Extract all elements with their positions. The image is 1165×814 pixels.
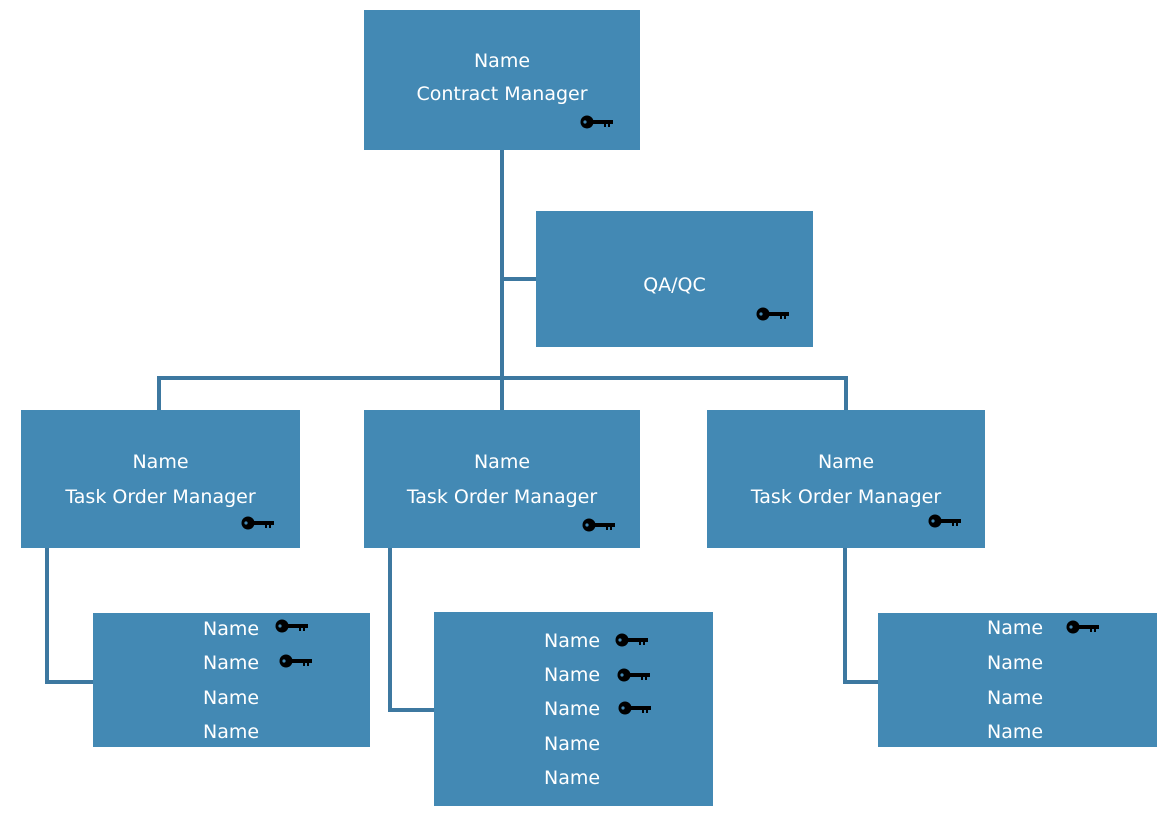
manager-name: Name xyxy=(817,451,875,473)
qa-qc-label: QA/QC xyxy=(643,274,706,296)
team-member: Name xyxy=(203,721,260,743)
connector-team-2-branch xyxy=(388,708,434,712)
connector-top-trunk xyxy=(500,150,504,380)
task-order-manager-box-3: Name Task Order Manager xyxy=(707,410,985,548)
team-member: Name xyxy=(544,767,601,789)
team-member: Name xyxy=(544,733,601,755)
connector-manager-3-drop xyxy=(844,376,848,410)
manager-title: Task Order Manager xyxy=(65,486,256,508)
team-member: Name xyxy=(203,687,260,709)
key-icon xyxy=(241,516,275,530)
team-member: Name xyxy=(203,618,260,640)
team-box-2: Name Name Name Name Name xyxy=(434,612,713,806)
key-icon xyxy=(615,633,649,647)
key-icon xyxy=(1066,620,1100,634)
team-member: Name xyxy=(544,664,601,686)
connector-team-2-drop xyxy=(388,548,392,712)
team-member: Name xyxy=(544,698,601,720)
key-icon xyxy=(618,701,652,715)
team-member: Name xyxy=(987,721,1044,743)
contract-manager-name: Name xyxy=(473,50,531,72)
key-icon xyxy=(928,514,962,528)
qa-qc-box: QA/QC xyxy=(536,211,813,347)
connector-team-1-branch xyxy=(45,680,93,684)
key-icon xyxy=(756,307,790,321)
key-icon xyxy=(582,518,616,532)
connector-team-3-branch xyxy=(843,680,878,684)
task-order-manager-box-2: Name Task Order Manager xyxy=(364,410,640,548)
team-box-1: Name Name Name Name xyxy=(93,613,370,747)
team-member: Name xyxy=(987,687,1044,709)
connector-manager-2-drop xyxy=(500,376,504,410)
contract-manager-box: Name Contract Manager xyxy=(364,10,640,150)
team-member: Name xyxy=(203,652,260,674)
key-icon xyxy=(275,619,309,633)
team-member: Name xyxy=(987,617,1044,639)
team-member: Name xyxy=(544,630,601,652)
team-box-3: Name Name Name Name xyxy=(878,613,1157,747)
manager-name: Name xyxy=(473,451,531,473)
team-member: Name xyxy=(987,652,1044,674)
contract-manager-title: Contract Manager xyxy=(416,83,588,105)
connector-team-1-drop xyxy=(45,548,49,684)
key-icon xyxy=(580,115,614,129)
connector-manager-1-drop xyxy=(157,376,161,410)
key-icon xyxy=(617,668,651,682)
manager-title: Task Order Manager xyxy=(750,486,942,508)
connector-qa-branch xyxy=(500,277,537,281)
connector-team-3-drop xyxy=(843,548,847,684)
task-order-manager-box-1: Name Task Order Manager xyxy=(21,410,300,548)
manager-title: Task Order Manager xyxy=(406,486,598,508)
key-icon xyxy=(279,654,313,668)
manager-name: Name xyxy=(132,451,189,473)
